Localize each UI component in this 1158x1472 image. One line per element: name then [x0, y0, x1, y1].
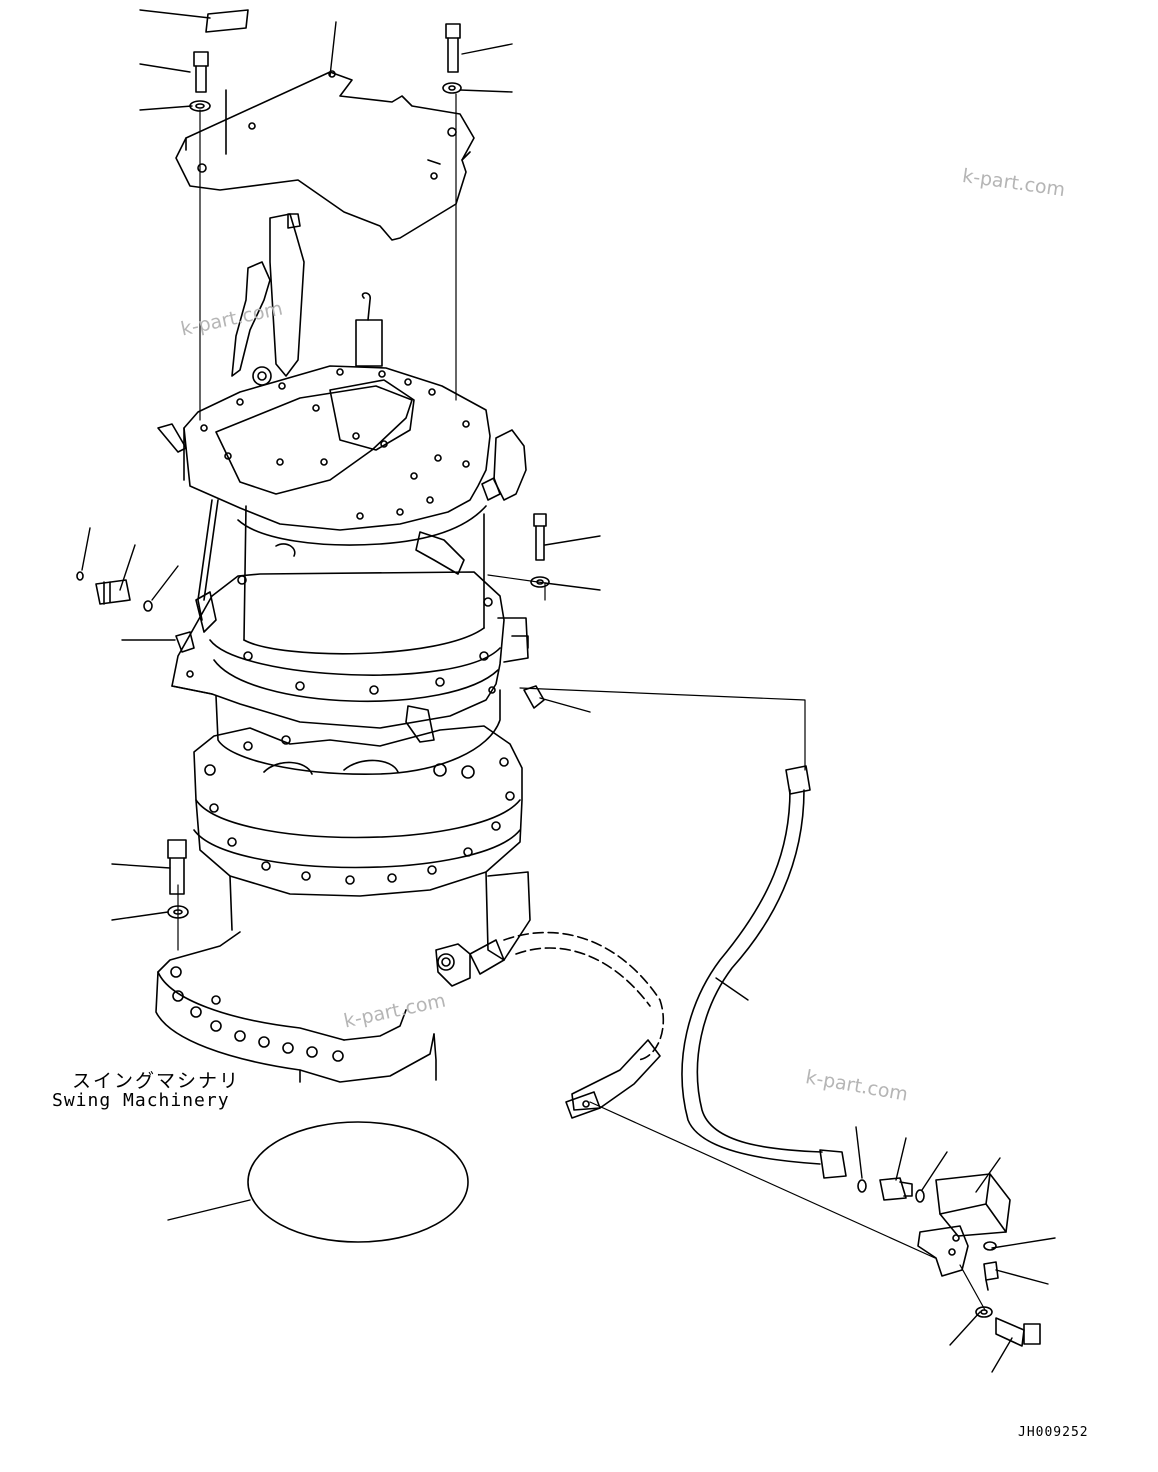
- check-valve-fitting: [95, 579, 131, 605]
- drawing-number: JH009252: [1018, 1425, 1089, 1440]
- base-bolt-holes: [170, 966, 344, 1062]
- grease-fitting: [405, 705, 435, 743]
- case-port-fitting: [435, 943, 471, 987]
- bolts-base: [167, 839, 189, 919]
- assembly-lines: [177, 93, 986, 1311]
- relief-valve: [269, 213, 305, 377]
- bracket-bolts: [975, 1241, 1041, 1347]
- hydraulic-hose: [681, 765, 847, 1179]
- block-fitting: [935, 1173, 1011, 1237]
- swing-motor-top: [157, 213, 527, 531]
- large-o-ring: [247, 1121, 469, 1243]
- bolts-top: [189, 23, 462, 112]
- hose-end-block: [565, 1039, 661, 1119]
- adapter-fittings: [857, 1177, 925, 1203]
- reduction-flange: [171, 571, 529, 775]
- callout-leaders: [81, 9, 1056, 1373]
- case-bolts: [204, 735, 515, 885]
- flange-plugs: [76, 513, 550, 709]
- cover-bolts: [200, 368, 470, 520]
- flange-bolts: [186, 575, 496, 695]
- label-plate: [205, 9, 249, 33]
- drain-hose: [503, 931, 665, 1061]
- drain-fitting: [415, 531, 465, 575]
- top-cover-plate: [175, 9, 475, 241]
- caption-english: Swing Machinery: [52, 1090, 230, 1111]
- motor-body: [197, 499, 487, 655]
- mounting-bracket: [917, 1225, 969, 1277]
- caption-japanese: スイングマシナリ: [72, 1070, 241, 1092]
- swing-machinery-case: [193, 725, 531, 961]
- pinion-housing: [155, 931, 505, 1083]
